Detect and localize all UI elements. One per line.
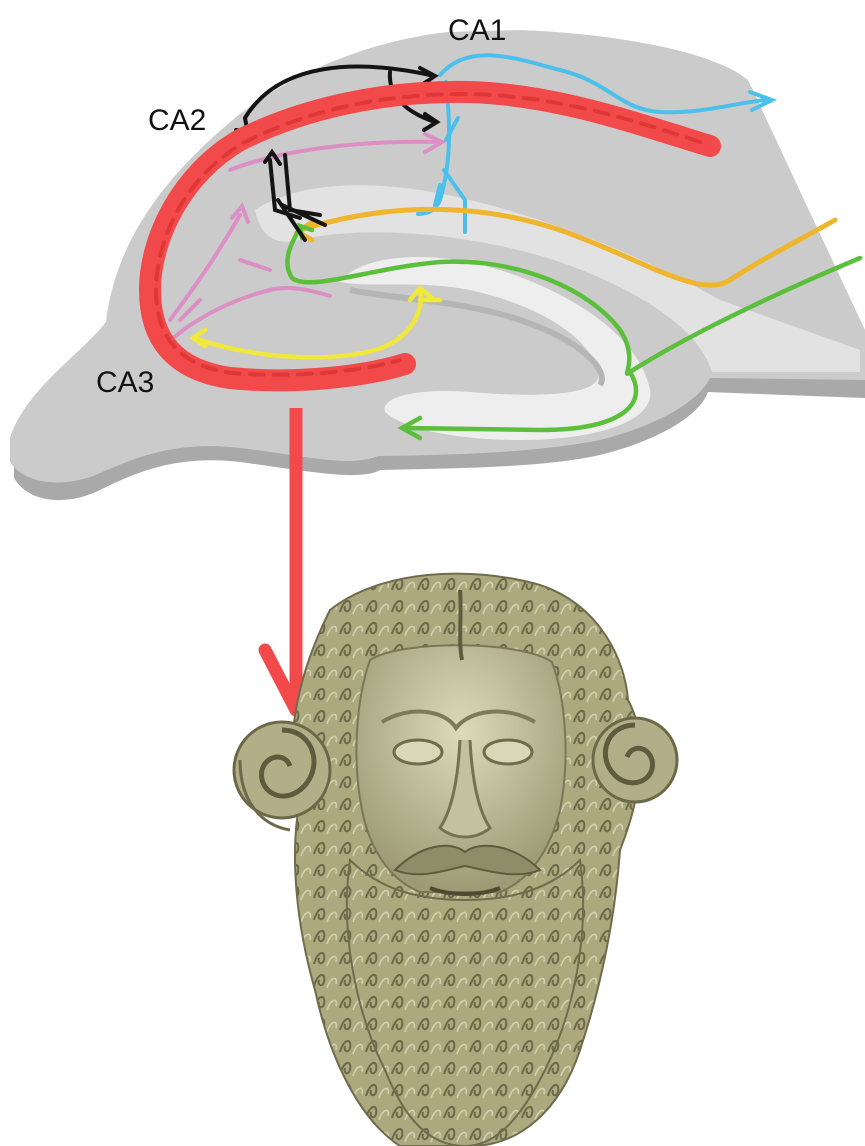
label-ca3: CA3 bbox=[96, 366, 154, 399]
right-eye bbox=[484, 740, 532, 764]
left-eye bbox=[394, 740, 442, 764]
right-horn bbox=[593, 718, 677, 802]
label-ca1: CA1 bbox=[448, 14, 506, 47]
hair-part bbox=[460, 590, 462, 660]
label-ca2: CA2 bbox=[148, 104, 206, 137]
